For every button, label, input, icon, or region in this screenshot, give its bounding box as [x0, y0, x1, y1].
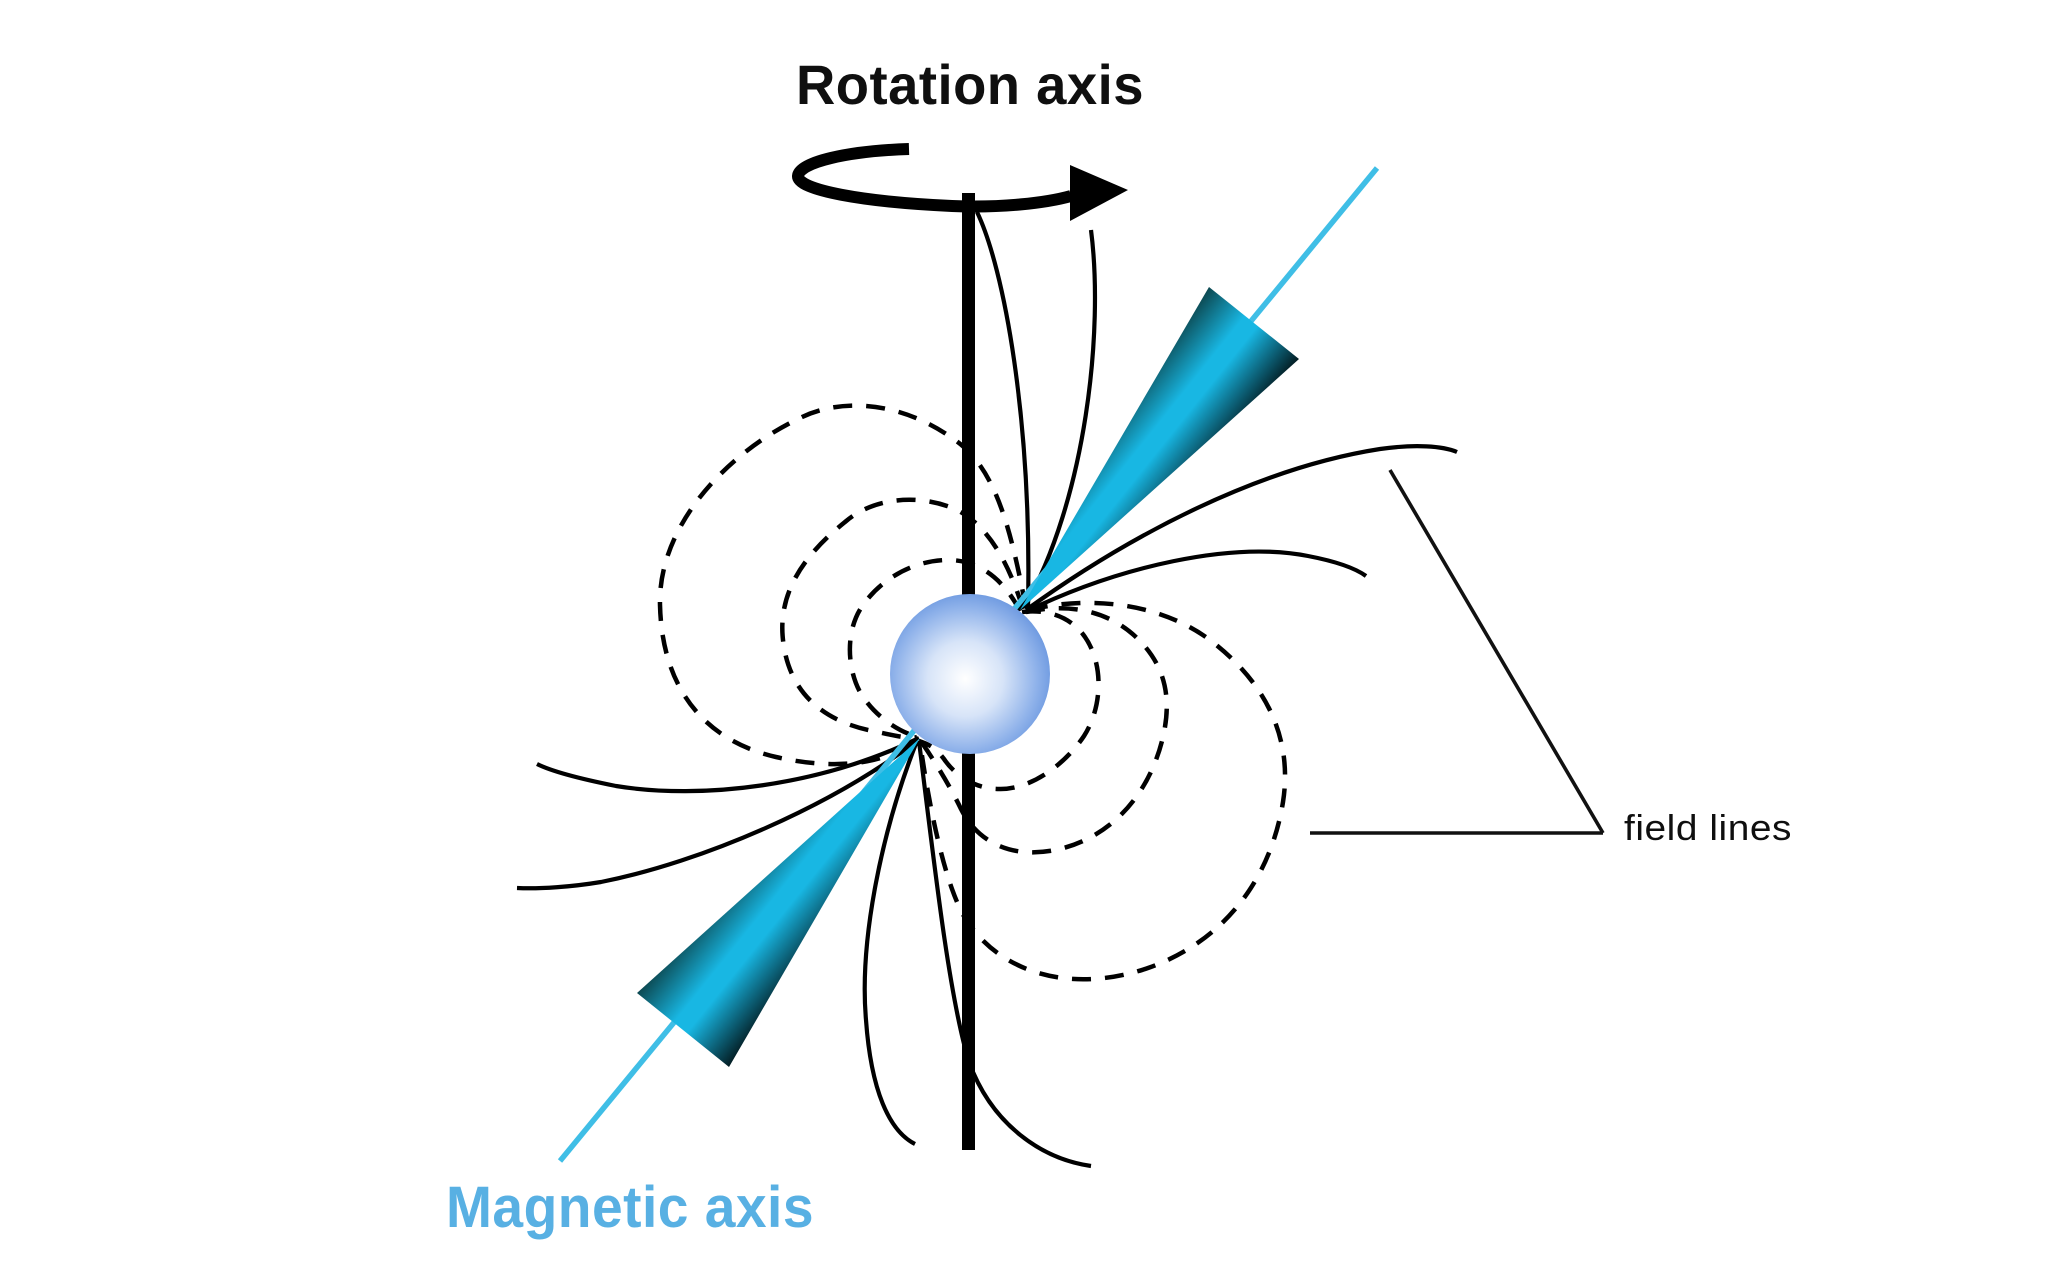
open-field-line	[975, 211, 1031, 609]
open-field-line	[916, 740, 1092, 1169]
rotation-arrow-head	[1070, 165, 1128, 221]
rotation-direction-arrow	[792, 143, 1128, 221]
dashed-field-loop-right-inner	[918, 609, 1101, 792]
open-field-line	[516, 738, 920, 891]
magnetic-axis-label: Magnetic axis	[446, 1175, 814, 1240]
emission-beam-upper	[1020, 287, 1299, 610]
rotation-arrow-curve	[792, 143, 1073, 213]
pointer-line-diagonal	[1388, 469, 1605, 834]
open-field-lines	[516, 211, 1458, 1169]
open-field-line	[536, 736, 920, 794]
field-lines-pointer	[1310, 469, 1605, 835]
open-field-line	[1022, 229, 1098, 610]
field-lines-label: field lines	[1624, 807, 1792, 848]
rotation-axis-label: Rotation axis	[796, 53, 1144, 116]
dashed-field-loop-right-middle	[918, 605, 1169, 855]
open-field-line	[1024, 549, 1368, 614]
dashed-field-loop-right-outer	[917, 600, 1288, 982]
emission-beam-lower	[637, 738, 920, 1067]
open-field-line	[1024, 444, 1458, 612]
open-field-line	[862, 740, 919, 1146]
neutron-star-sphere	[890, 594, 1050, 754]
